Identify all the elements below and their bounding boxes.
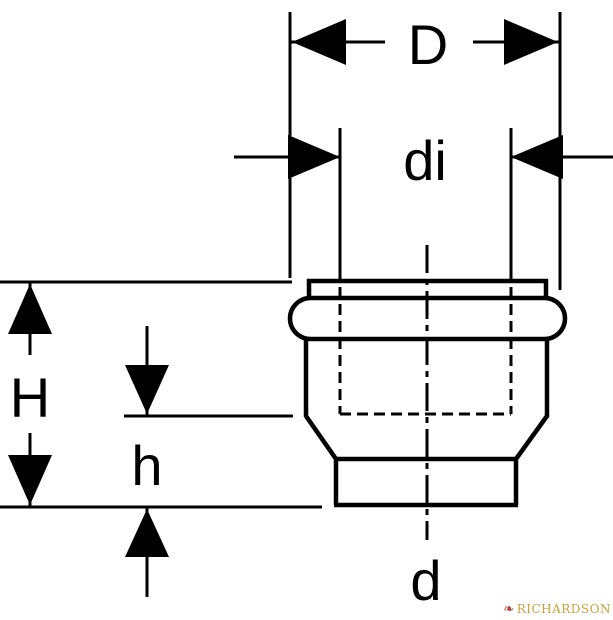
label-D: D [408,13,448,76]
arrowhead-H-bottom [8,455,52,505]
socket-right-wall [513,339,550,505]
arrowhead-h-top [125,365,169,414]
watermark-text: RICHARDSON [516,602,611,616]
dimension-D [288,12,562,290]
label-h: h [131,434,162,497]
arrowhead-h-bottom [125,509,169,557]
label-H: H [10,366,50,429]
hidden-inner-bore [338,270,513,416]
watermark: ❧RICHARDSON [503,602,611,617]
socket-left-wall [303,339,339,505]
arrowhead-di-left [288,135,340,179]
flame-logo-icon: ❧ [503,602,515,617]
arrowhead-di-right [511,135,563,179]
dimension-h [124,326,293,597]
dimension-H [0,280,322,509]
label-di: di [403,129,447,192]
arrowhead-H-top [8,284,52,334]
arrowhead-D-left [292,19,346,65]
label-d: d [410,549,441,612]
dimension-di [234,128,613,270]
arrowhead-D-right [504,19,558,65]
